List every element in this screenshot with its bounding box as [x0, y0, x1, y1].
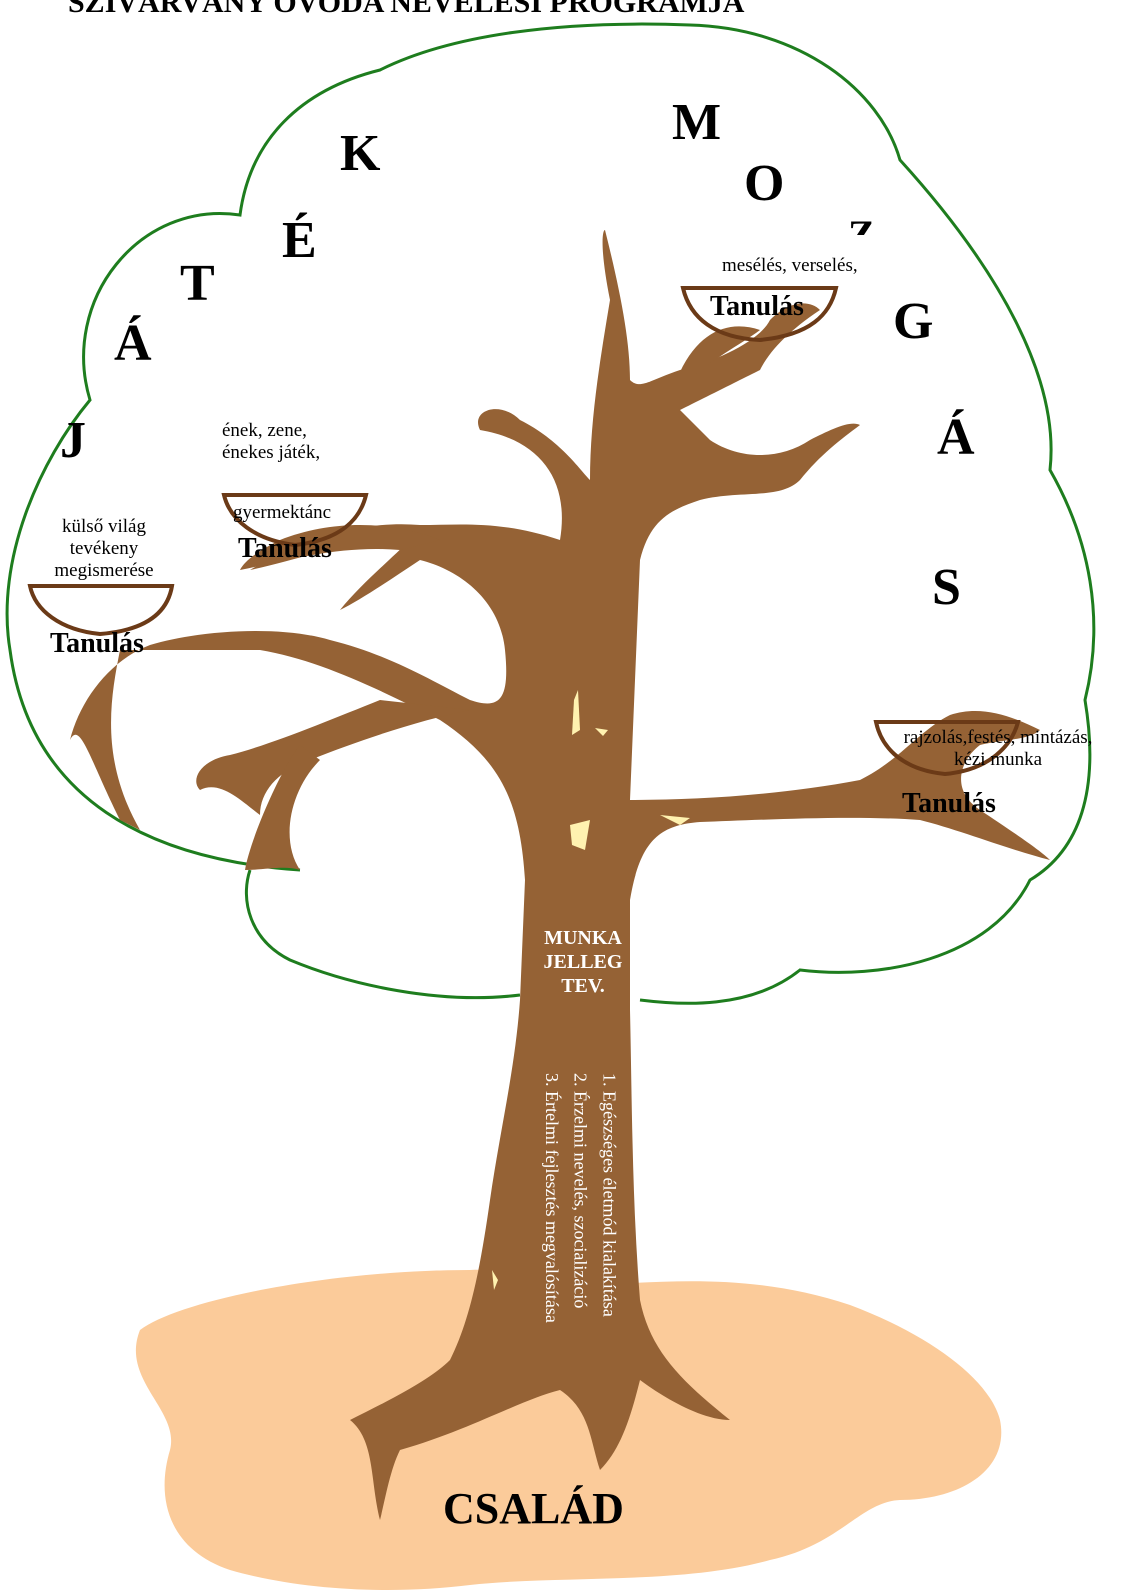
highlight-5	[492, 1270, 498, 1290]
nests	[27, 286, 1021, 777]
nest-left-line: tevékeny	[69, 537, 139, 559]
jatek-letter-j: J	[60, 412, 86, 469]
nest-middle-line: ének, zene,	[222, 420, 307, 441]
nest-left-activity: külső világ tevékeny megismerése	[44, 516, 164, 582]
ground-label: CSALÁD	[443, 1484, 624, 1533]
nest-top-activity: mesélés, verselés,	[722, 255, 858, 276]
nest-middle	[221, 493, 369, 548]
nest-right-line: kézi munka	[953, 748, 1043, 770]
mozgas-letter-a: Á	[937, 409, 975, 466]
nest-left-line: megismerése	[54, 559, 154, 581]
trunk-goal-3: 3. Értelmi fejlesztés megvalósítása	[541, 1073, 562, 1323]
trunk-title-line: TEV.	[561, 975, 605, 997]
trunk-goals: 1. Egészséges életmód kialakítása 2. Érz…	[537, 1073, 623, 1323]
jatek-letter-a: Á	[114, 315, 152, 372]
highlight-4	[595, 728, 608, 736]
page-title: SZIVÁRVÁNY ÓVODA NEVELÉSI PROGRAMJA	[68, 0, 745, 19]
trunk-title-line: MUNKA	[544, 927, 622, 949]
nest-middle-activity: ének, zene, énekes játék,	[222, 420, 320, 464]
branch-left-mid	[240, 525, 440, 570]
crown-outline	[5, 22, 1096, 1005]
nest-middle-label: Tanulás	[238, 533, 332, 564]
ground-shape	[135, 1269, 1002, 1590]
nest-left-line: külső világ	[62, 516, 146, 537]
nest-top	[680, 286, 839, 343]
highlight-2	[570, 820, 590, 850]
mozgas-letter-m: M	[672, 94, 722, 151]
nest-right	[873, 720, 1021, 777]
trunk-goal-2: 2. Érzelmi nevelés, szocializáció	[570, 1073, 591, 1309]
nest-right-label: Tanulás	[902, 788, 996, 819]
trunk-goal-1: 1. Egészséges életmód kialakítása	[599, 1073, 620, 1317]
jatek-letter-k: K	[340, 125, 381, 182]
highlight-3	[660, 815, 690, 825]
trunk-title: MUNKA JELLEG TEV.	[528, 926, 638, 998]
nest-middle-gyermektanc: gyermektánc	[233, 502, 332, 523]
mozgas-letter-s: S	[932, 559, 961, 616]
mozgas-letter-o: O	[744, 155, 785, 212]
branch-upper-right	[680, 326, 760, 380]
mozgas-letter-g: G	[893, 293, 934, 350]
branch-left-lower	[196, 700, 470, 815]
tree-trunk-group	[70, 230, 1050, 1520]
nest-right-line: rajzolás,festés, mintázás,	[903, 727, 1093, 748]
highlight-1	[572, 690, 580, 735]
mozgas-letter-z: Z	[848, 215, 875, 235]
trunk-highlights	[492, 690, 690, 1290]
nest-middle-line: énekes játék,	[222, 441, 321, 463]
jatek-letter-e: É	[282, 212, 317, 269]
trunk-title-line: JELLEG	[543, 951, 623, 973]
nest-right-activity: rajzolás,festés, mintázás, kézi munka	[888, 727, 1108, 771]
nest-top-label: Tanulás	[710, 291, 804, 322]
nest-left-label: Tanulás	[50, 628, 144, 659]
nest-left	[27, 584, 175, 637]
jatek-letter-t: T	[180, 255, 215, 312]
branch-left-twig	[245, 745, 320, 870]
